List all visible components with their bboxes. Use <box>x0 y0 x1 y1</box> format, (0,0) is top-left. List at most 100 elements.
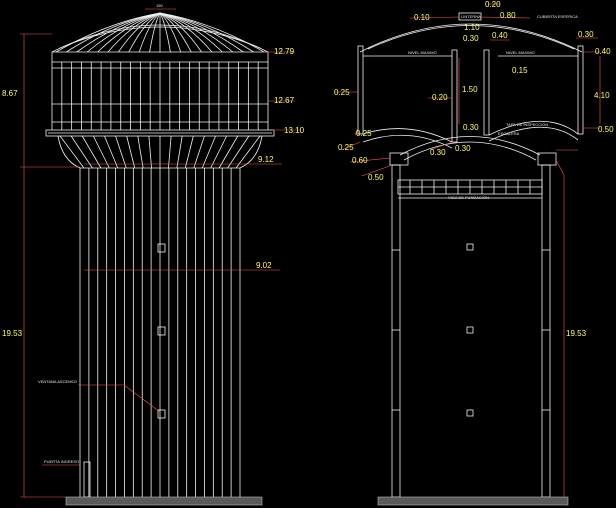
dome-rib <box>138 12 161 53</box>
sec-note-level-1: NIVEL MAXIMO <box>408 50 437 55</box>
ground-footing <box>65 496 263 506</box>
elev-level-2: 12.67 <box>274 96 295 105</box>
section-window <box>466 326 474 334</box>
cone-line <box>81 135 102 169</box>
cone-line <box>126 135 136 169</box>
sec-top-dim-1: 0.10 <box>414 13 430 22</box>
section-window <box>466 409 474 417</box>
dome-rib <box>149 12 161 53</box>
sec-dim-3: 0.40 <box>595 47 611 56</box>
cone-line <box>137 135 144 169</box>
lattice-lines <box>398 180 542 194</box>
elev-top-dim: 150 <box>156 3 163 8</box>
cone-line <box>218 135 239 169</box>
sec-dim-5: 0.15 <box>512 66 528 75</box>
sec-note-beam: VIGA DE FUNDACION <box>448 195 489 200</box>
dome-rib <box>128 12 161 53</box>
bottom-arch-inner <box>403 141 537 161</box>
sec-leader <box>354 127 359 136</box>
access-shaft-wall <box>451 49 458 143</box>
cone-line <box>210 135 228 169</box>
sec-top-dim-3: 0.80 <box>500 11 516 20</box>
cone-line <box>70 135 93 169</box>
sec-note-level-2: NIVEL MAXIMO <box>506 50 535 55</box>
dome-rib <box>159 12 182 53</box>
sec-dim-8: 0.20 <box>432 93 448 102</box>
cone-right-edge <box>239 135 263 169</box>
sec-top-dim-4: 1.10 <box>464 23 480 32</box>
sec-dim-16: 0.60 <box>352 156 368 165</box>
elev-level-5: 9.02 <box>256 261 272 270</box>
cone-line <box>176 135 183 169</box>
water-tower-elevation <box>45 12 275 506</box>
sec-leader <box>555 159 565 176</box>
sec-dim-7: 1.50 <box>462 85 478 94</box>
bottom-dome-right <box>488 120 579 136</box>
cone-line <box>168 135 172 169</box>
dome-ribs <box>55 12 265 53</box>
sec-dim-14: 0.30 <box>430 148 446 157</box>
cone-line <box>59 135 85 169</box>
sec-note-hatch: TAPA DE INSPECCION <box>506 122 548 127</box>
lantern-hatch <box>458 12 482 21</box>
sec-dim-10: 0.25 <box>356 129 372 138</box>
shaft-window <box>157 326 166 336</box>
elev-tank-height: 8.67 <box>2 89 18 98</box>
sec-top-dim-2: 0.20 <box>485 0 501 9</box>
sec-dim-11: 0.30 <box>463 123 479 132</box>
elev-level-4: 9.12 <box>258 155 274 164</box>
sec-dim-1: 0.30 <box>463 34 479 43</box>
cone-left-edge <box>57 135 81 169</box>
cone-line <box>115 135 127 169</box>
cone-line <box>92 135 110 169</box>
shaft-vertical-lines <box>88 168 232 497</box>
sec-note-lantern: LINTERNA <box>461 14 481 19</box>
section-ground-footing <box>377 496 569 506</box>
cone-lines <box>59 135 261 169</box>
access-shaft-wall <box>483 49 490 136</box>
cone-line <box>227 135 250 169</box>
sec-leader <box>480 16 531 19</box>
sec-dim-6: 0.25 <box>334 88 350 97</box>
dome-rib <box>159 12 192 53</box>
sec-leader <box>341 141 361 151</box>
dome-rib <box>118 12 161 53</box>
dome-rib <box>107 12 161 53</box>
cone-line <box>235 135 261 169</box>
bottom-dome-left <box>362 128 453 143</box>
shaft-window <box>157 409 166 419</box>
sec-dim-12: 0.30 <box>455 144 471 153</box>
sec-note-ladder: ESCALERA <box>498 131 520 136</box>
elev-note-window: VENTANA ASCENSO <box>38 379 77 384</box>
bottom-dome-right-inner <box>488 126 579 142</box>
dome-rib <box>159 12 171 53</box>
section-window <box>466 243 474 251</box>
cone-line <box>104 135 119 169</box>
sec-leader <box>409 16 460 19</box>
sec-dim-9: 4.10 <box>594 91 610 100</box>
cone-line <box>184 135 194 169</box>
elev-level-3: 13.10 <box>284 126 305 135</box>
section-top-dome-inner <box>367 25 575 50</box>
section-right-wall <box>577 45 584 135</box>
section-left-wall <box>357 45 364 135</box>
shaft-window <box>157 243 166 253</box>
bottom-arch <box>399 136 541 156</box>
sec-leader <box>429 141 453 151</box>
section-top-dome <box>359 23 583 53</box>
cone-line <box>201 135 216 169</box>
sec-dim-2: 0.40 <box>492 31 508 40</box>
bottom-dome-left-inner <box>362 134 453 149</box>
sec-dim-4: 0.30 <box>578 30 594 39</box>
cone-line <box>148 135 152 169</box>
note-leader <box>123 384 161 413</box>
elev-note-door: PUERTA INGRESO <box>44 459 79 464</box>
sec-dim-13: 0.25 <box>338 143 354 152</box>
section-dimension-lines <box>334 3 601 497</box>
sec-leader <box>361 164 393 177</box>
sec-leader <box>349 157 391 163</box>
sec-note-roof: CUBIERTA ESFERICA <box>537 14 578 19</box>
elevation-dimension-lines <box>20 8 300 498</box>
